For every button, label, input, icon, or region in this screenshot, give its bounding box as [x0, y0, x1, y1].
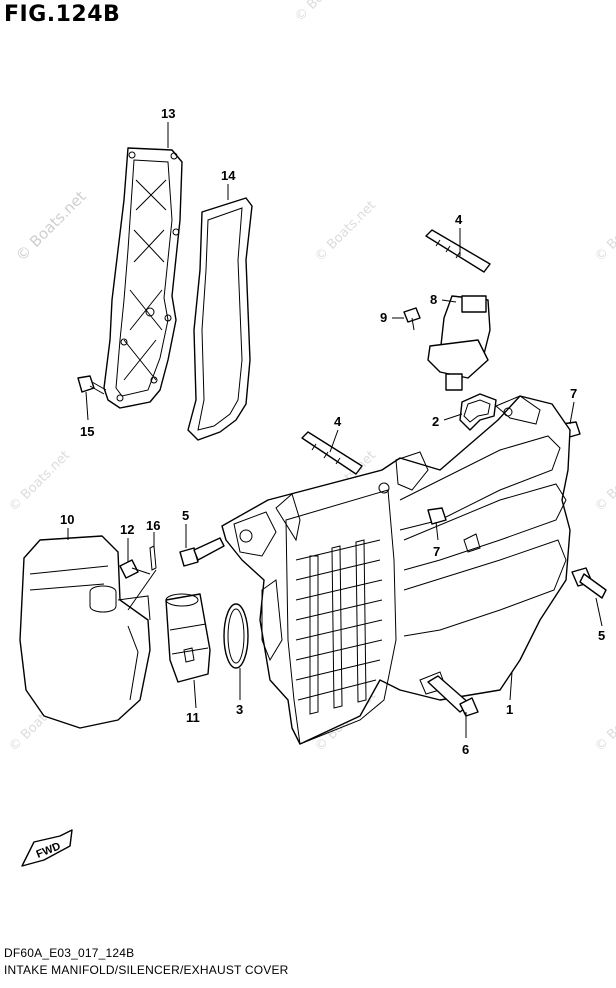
callout-11: 11: [186, 710, 200, 725]
callout-7-upper: 7: [570, 386, 577, 401]
watermark-main: © Boats.net: [12, 187, 90, 265]
figure-title: FIG.124B: [4, 2, 121, 27]
callout-8: 8: [430, 292, 437, 307]
seal-ring-3: [223, 603, 249, 669]
bolt-15: [77, 375, 107, 395]
callout-14: 14: [221, 168, 236, 183]
bolt-5-right: [571, 567, 607, 599]
watermark-repeat: © Boats.net: [592, 448, 616, 515]
bolt-5-left: [179, 537, 225, 567]
fwd-arrow-icon: FWD: [21, 829, 73, 867]
figure-code: DF60A_E03_017_124B: [4, 946, 135, 960]
callout-2: 2: [432, 414, 439, 429]
figure-caption: INTAKE MANIFOLD/SILENCER/EXHAUST COVER: [4, 963, 289, 977]
callout-10: 10: [60, 512, 74, 527]
screw-9: [403, 307, 421, 331]
exhaust-cover-plate: [103, 147, 183, 409]
callout-12: 12: [120, 522, 134, 537]
callout-13: 13: [161, 106, 175, 121]
callout-9: 9: [380, 310, 387, 325]
callout-5-right: 5: [598, 628, 605, 643]
callout-6: 6: [462, 742, 469, 757]
callout-5-left: 5: [182, 508, 189, 523]
watermark-repeat: © Boats.net: [292, 0, 359, 25]
leader-lines: [67, 122, 603, 738]
watermark-repeat: © Boats.net: [6, 448, 73, 515]
callout-15: 15: [80, 424, 94, 439]
stud-4-upper: [425, 229, 491, 273]
exhaust-cover-gasket: [187, 197, 253, 441]
intake-manifold: [221, 395, 571, 745]
callout-3: 3: [236, 702, 243, 717]
watermark-repeat: © Boats.net: [312, 198, 379, 265]
callout-7-lower: 7: [433, 544, 440, 559]
silencer-10: [19, 535, 151, 729]
watermark-repeat: © Boats.net: [592, 198, 616, 265]
nut-7-lower: [427, 507, 447, 525]
callout-4-upper: 4: [455, 212, 463, 227]
watermark-repeat: © Boats.net: [592, 688, 616, 755]
sensor-8: [427, 295, 491, 391]
o-ring-2: [459, 393, 497, 431]
screw-12: [119, 559, 151, 579]
callout-16: 16: [146, 518, 160, 533]
stud-4-lower: [301, 431, 363, 475]
callout-4-lower: 4: [334, 414, 342, 429]
callout-1: 1: [506, 702, 513, 717]
callout-numbers: 13 14 15 4 8 9 2 7 4 7 5 5 6 1 3 11 10 1…: [60, 106, 605, 757]
coupling-11: [165, 593, 211, 683]
bolt-6: [427, 675, 479, 717]
clip-16: [149, 545, 157, 571]
